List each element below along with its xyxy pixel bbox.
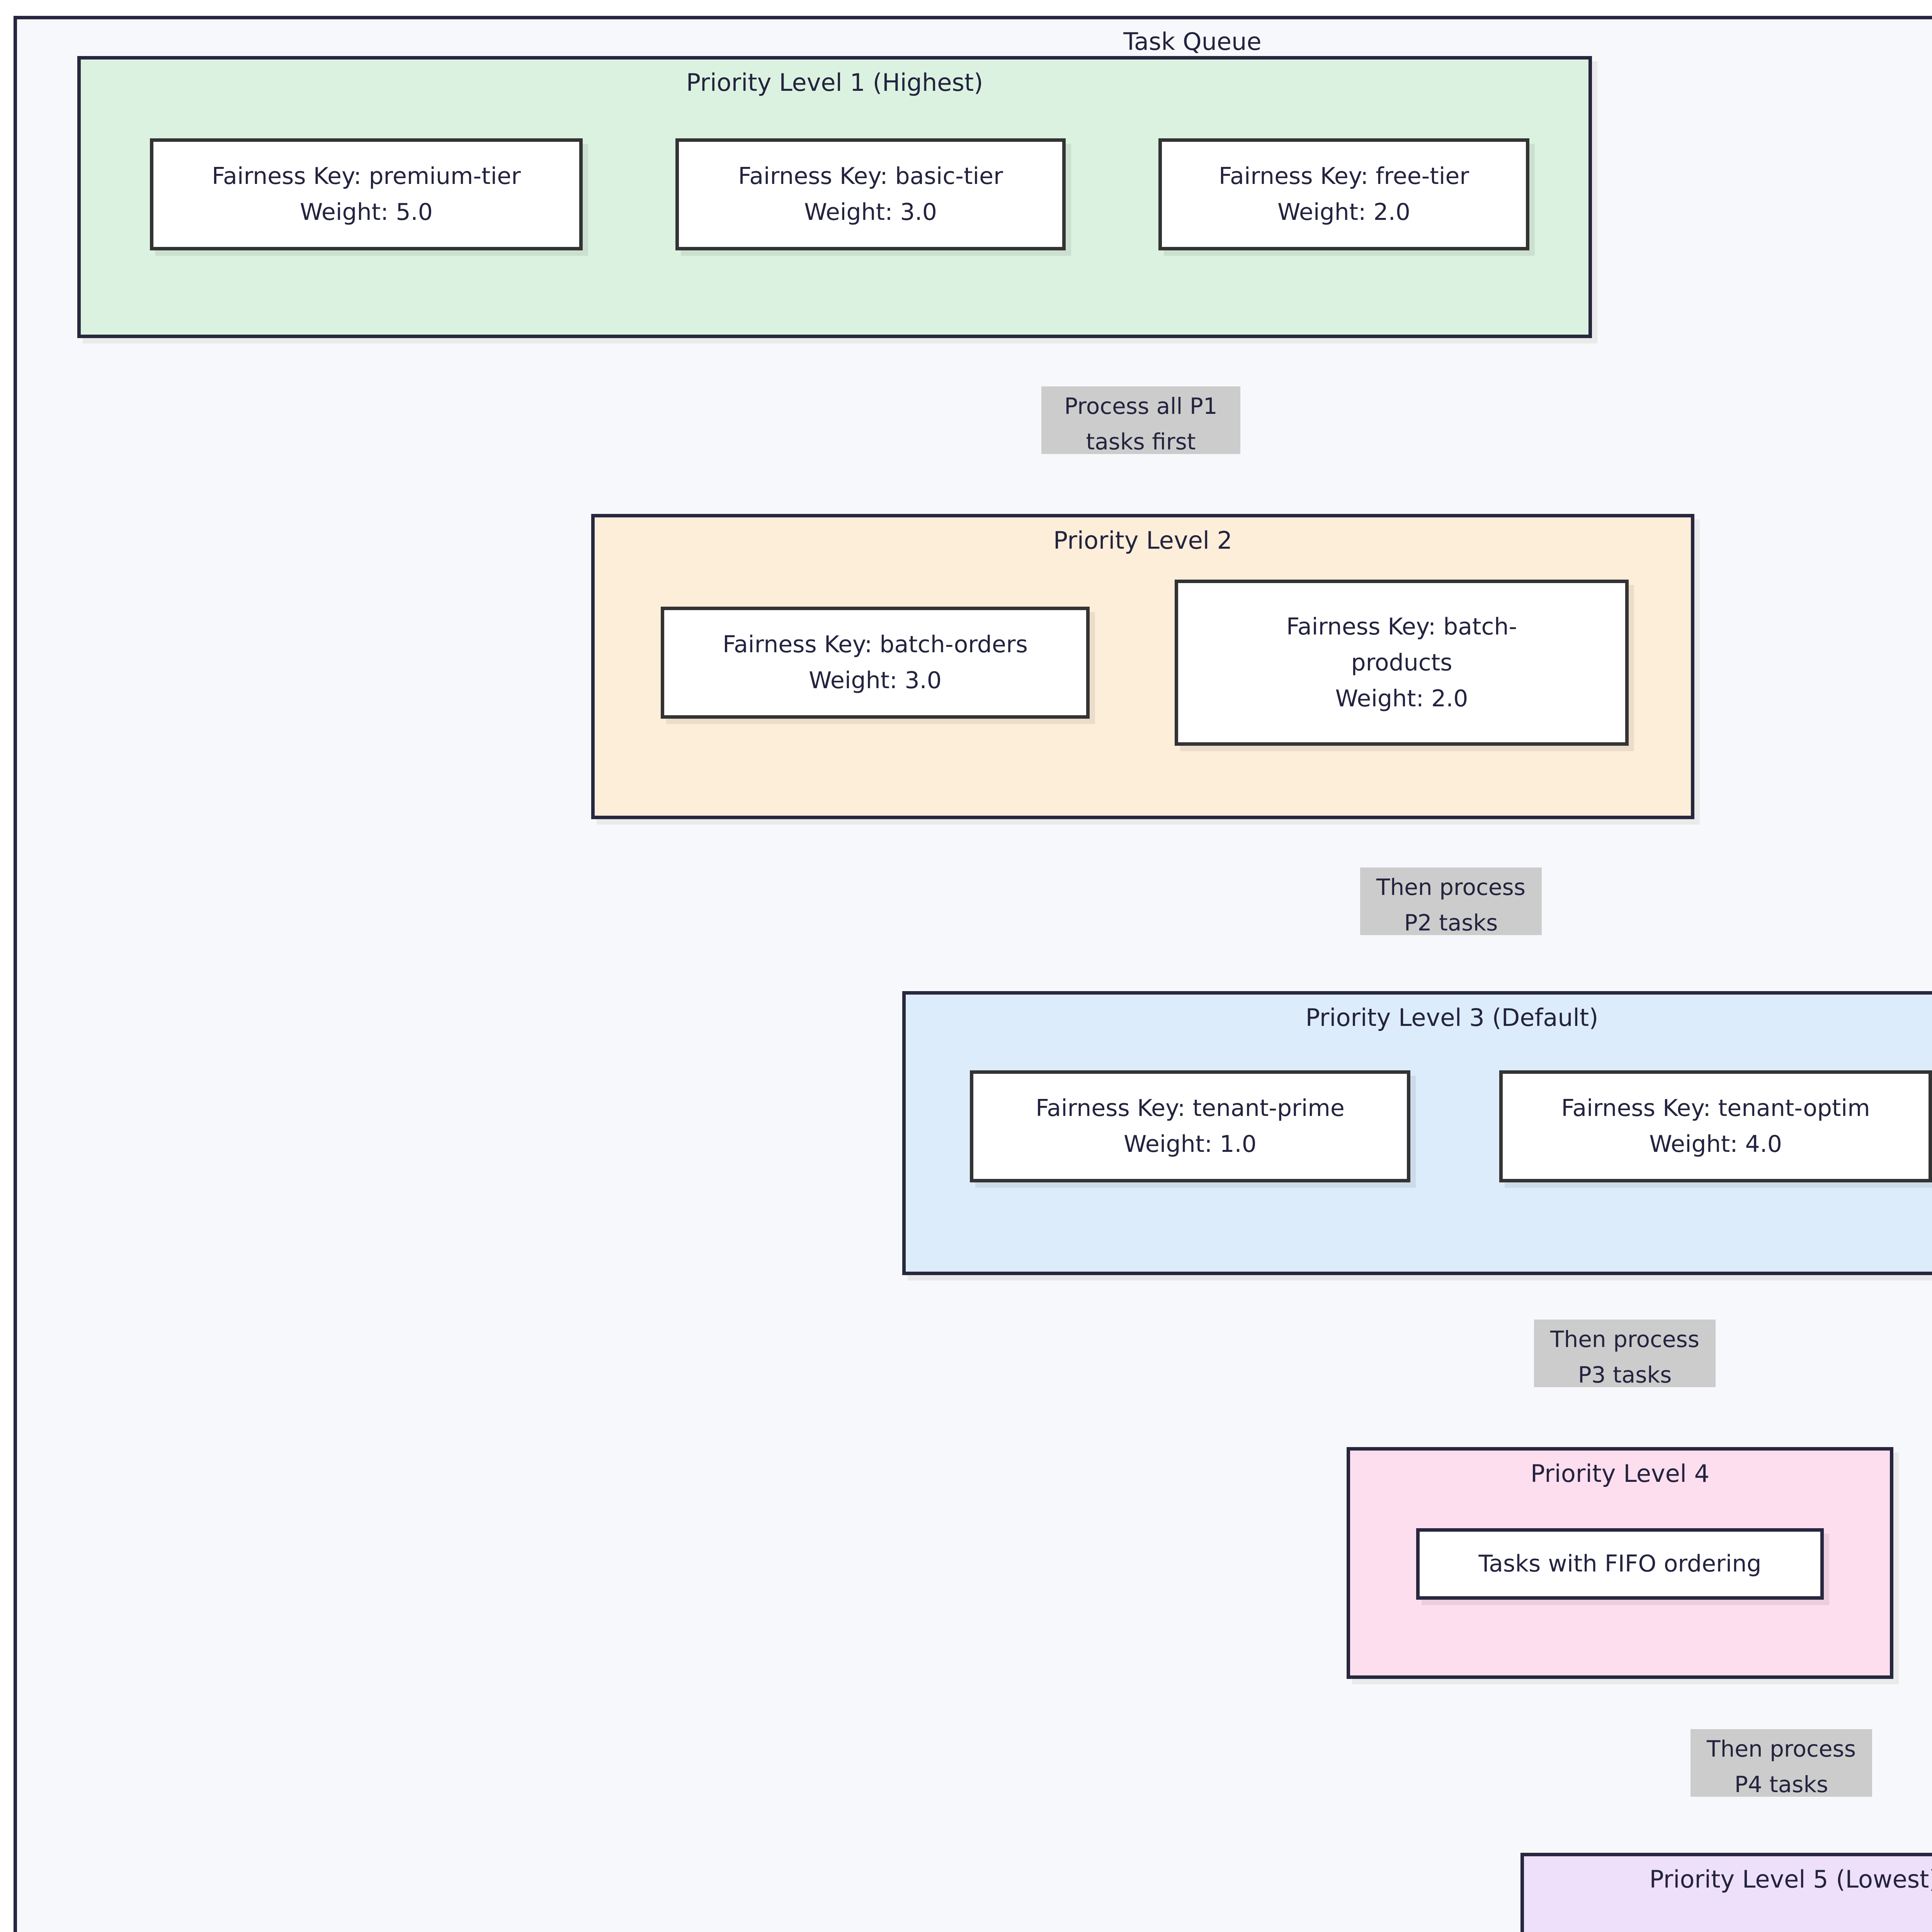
fairness-key-label-cont: products <box>1351 649 1452 676</box>
fairness-key-box-premium-tier[interactable]: Fairness Key: premium-tier Weight: 5.0 <box>150 138 583 250</box>
fairness-key-label: Fairness Key: basic-tier <box>738 163 1003 190</box>
edge-label-p2-p3: Then process P2 tasks <box>1360 867 1542 936</box>
priority-level-2-title: Priority Level 2 <box>1053 526 1233 554</box>
fairness-key-label: Fairness Key: batch- <box>1286 613 1517 640</box>
priority-level-5-title: Priority Level 5 (Lowest) <box>1649 1865 1932 1893</box>
priority-level-4-title: Priority Level 4 <box>1530 1459 1710 1488</box>
fairness-key-label: Fairness Key: free-tier <box>1218 163 1469 190</box>
fairness-key-label: Fairness Key: tenant-prime <box>1036 1095 1345 1122</box>
edge-label-p3-p4: Then process P3 tasks <box>1534 1320 1716 1388</box>
weight-label: Weight: 3.0 <box>809 667 942 694</box>
priority-level-3-title: Priority Level 3 (Default) <box>1305 1003 1599 1032</box>
fairness-key-box-batch-orders[interactable]: Fairness Key: batch-orders Weight: 3.0 <box>661 607 1090 719</box>
edge-label-p4-p5: Then process P4 tasks <box>1690 1729 1872 1798</box>
weight-label: Weight: 4.0 <box>1649 1131 1782 1158</box>
fifo-label: Tasks with FIFO ordering <box>1478 1550 1762 1577</box>
fairness-key-label: Fairness Key: tenant-optim <box>1561 1095 1870 1122</box>
edge-label-p1-p2: Process all P1 tasks first <box>1041 386 1240 455</box>
weight-label: Weight: 1.0 <box>1124 1131 1257 1158</box>
fairness-key-box-tenant-prime[interactable]: Fairness Key: tenant-prime Weight: 1.0 <box>970 1070 1410 1182</box>
priority-level-5-container: Priority Level 5 (Lowest) <box>1520 1853 1932 1932</box>
fifo-box-p4[interactable]: Tasks with FIFO ordering <box>1416 1528 1824 1600</box>
fairness-key-box-batch-products[interactable]: Fairness Key: batch- products Weight: 2.… <box>1175 580 1629 746</box>
weight-label: Weight: 5.0 <box>300 199 433 226</box>
task-queue-title: Task Queue <box>1123 27 1262 56</box>
fairness-key-box-basic-tier[interactable]: Fairness Key: basic-tier Weight: 3.0 <box>675 138 1066 250</box>
weight-label: Weight: 2.0 <box>1335 685 1468 712</box>
weight-label: Weight: 3.0 <box>804 199 937 226</box>
fairness-key-box-free-tier[interactable]: Fairness Key: free-tier Weight: 2.0 <box>1158 138 1529 250</box>
weight-label: Weight: 2.0 <box>1277 199 1410 226</box>
fairness-key-box-tenant-optim[interactable]: Fairness Key: tenant-optim Weight: 4.0 <box>1499 1070 1932 1182</box>
fairness-key-label: Fairness Key: premium-tier <box>212 163 521 190</box>
fairness-key-label: Fairness Key: batch-orders <box>723 631 1028 658</box>
priority-level-1-title: Priority Level 1 (Highest) <box>686 68 983 97</box>
